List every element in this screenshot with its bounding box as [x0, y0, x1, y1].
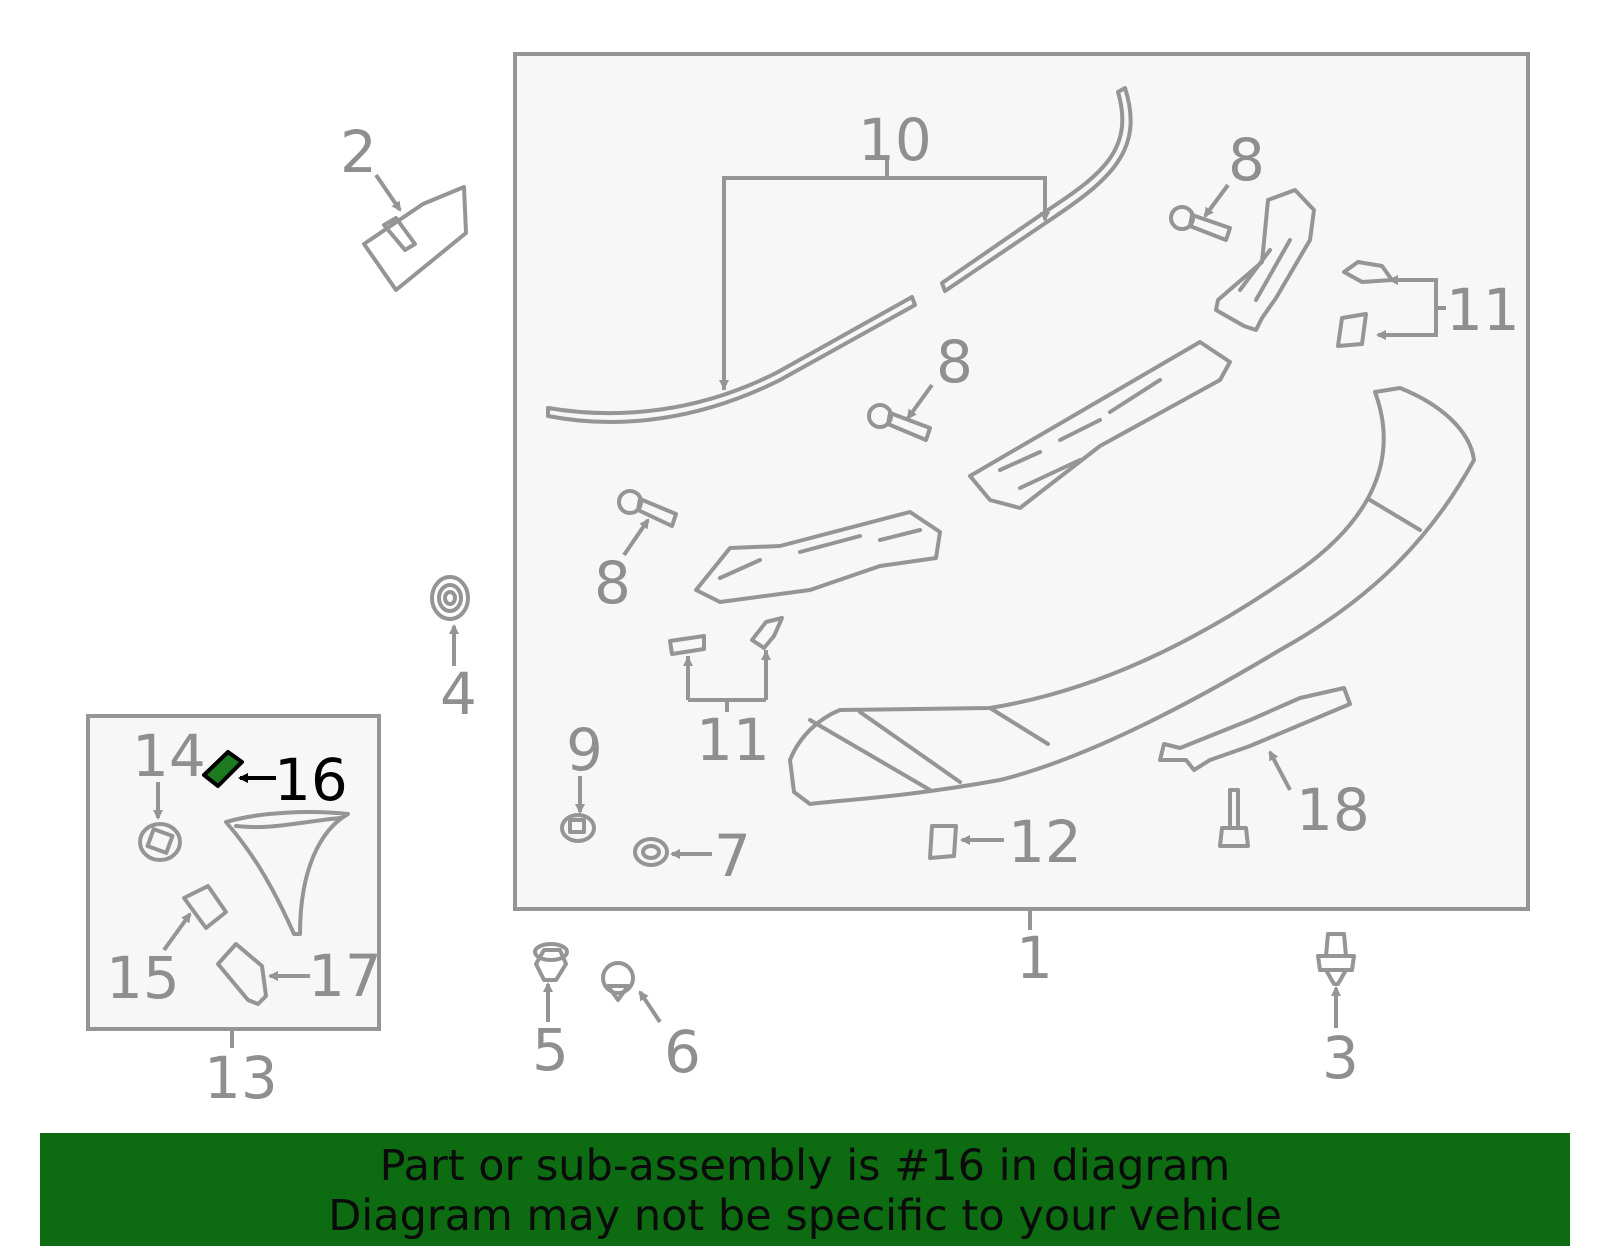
part-11-clips-right[interactable] — [1336, 260, 1446, 348]
part-2-bracket[interactable] — [362, 173, 468, 292]
part-7-plug[interactable] — [633, 837, 712, 867]
callout-5: 5 — [532, 1016, 569, 1084]
part-5-retainer[interactable] — [533, 942, 569, 1022]
part-8-bolt-left[interactable] — [617, 489, 678, 557]
callout-10: 10 — [858, 106, 932, 174]
part-corner-cover[interactable] — [224, 810, 350, 936]
callout-1: 1 — [1016, 924, 1053, 992]
part-3-clip[interactable] — [1316, 932, 1356, 1028]
part-15-clip[interactable] — [162, 884, 228, 952]
info-banner: Part or sub-assembly is #16 in diagram D… — [40, 1133, 1570, 1246]
callout-8-left: 8 — [594, 549, 631, 617]
callout-15: 15 — [106, 944, 180, 1012]
callout-11-right: 11 — [1446, 276, 1520, 344]
part-spoiler[interactable] — [788, 386, 1476, 806]
part-18-bracket[interactable] — [1158, 686, 1352, 791]
callout-18: 18 — [1296, 776, 1370, 844]
banner-line-disclaimer: Diagram may not be specific to your vehi… — [328, 1191, 1282, 1241]
part-bracket-left[interactable] — [694, 510, 942, 604]
assembly-frame — [513, 52, 1530, 911]
part-11-clips-left[interactable] — [668, 616, 784, 712]
callout-7: 7 — [714, 822, 751, 890]
callout-14: 14 — [132, 722, 206, 790]
part-10-molding[interactable] — [546, 86, 1133, 424]
part-bracket-right[interactable] — [1214, 188, 1316, 332]
part-16-highlighted[interactable] — [202, 750, 276, 788]
banner-line-part: Part or sub-assembly is #16 in diagram — [379, 1141, 1231, 1191]
callout-16: 16 — [274, 746, 348, 814]
callout-13: 13 — [204, 1044, 278, 1112]
part-12-clip[interactable] — [928, 824, 1004, 860]
part-9-clip[interactable] — [560, 776, 596, 843]
callout-11-left: 11 — [696, 706, 770, 774]
part-8-bolt-upper[interactable] — [1169, 183, 1232, 242]
callout-12: 12 — [1008, 808, 1082, 876]
part-6-nut[interactable] — [601, 961, 662, 1024]
callout-3: 3 — [1322, 1024, 1359, 1092]
part-bracket-center[interactable] — [968, 340, 1232, 510]
part-17-seal[interactable] — [216, 942, 310, 1006]
callout-4: 4 — [440, 660, 477, 728]
part-14-grommet[interactable] — [138, 782, 182, 862]
callout-6: 6 — [664, 1018, 701, 1086]
callout-9: 9 — [566, 716, 603, 784]
callout-8-upper: 8 — [1228, 126, 1265, 194]
part-4-grommet[interactable] — [430, 575, 470, 666]
callout-17: 17 — [308, 942, 382, 1010]
callout-2: 2 — [340, 118, 377, 186]
callout-8-middle: 8 — [936, 328, 973, 396]
part-bolt-lower[interactable] — [1218, 788, 1250, 848]
part-8-bolt-middle[interactable] — [867, 383, 934, 442]
